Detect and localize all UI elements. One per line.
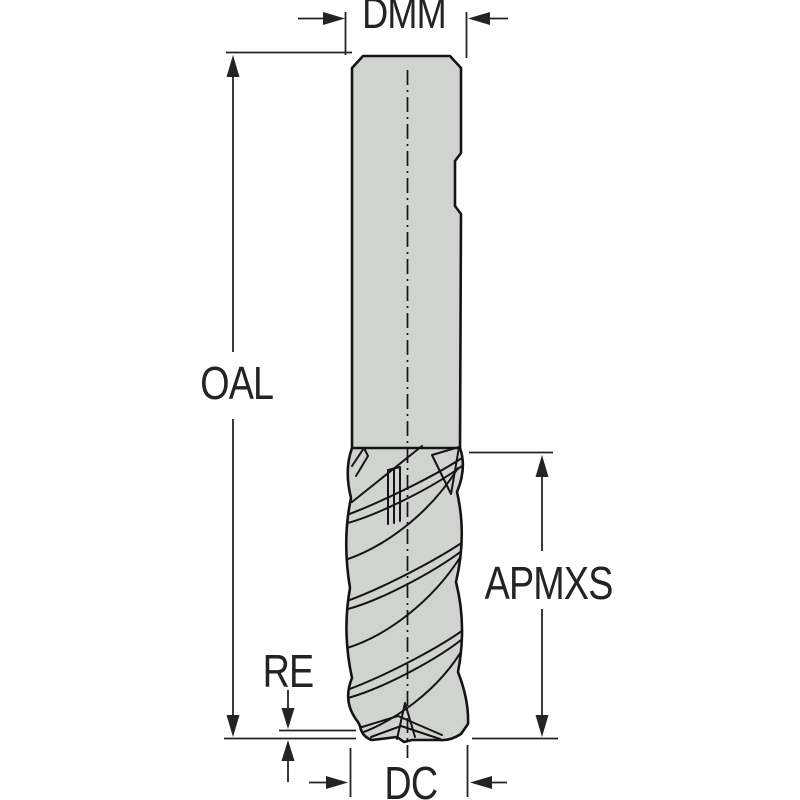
bottom-facet-line [370, 725, 441, 740]
helix-line [346, 465, 463, 525]
helix-line [347, 635, 467, 699]
helix-line [346, 549, 464, 611]
dim-label-oal: OAL [200, 357, 274, 409]
arrowhead-up-icon [226, 55, 240, 77]
arrowhead-up-icon [281, 740, 295, 761]
oal-dimension [224, 51, 356, 740]
bottom-center-tooth [396, 702, 416, 740]
dc-dimension [309, 745, 507, 797]
arrowhead-left-icon [468, 12, 490, 25]
shank-outline [350, 54, 463, 452]
arrowhead-up-icon [535, 455, 549, 477]
dim-label-dmm: DMM [362, 0, 447, 38]
flute-runout-details [351, 445, 460, 525]
helix-line [346, 541, 464, 603]
arrowhead-left-icon [470, 776, 492, 789]
dim-label-dc: DC [384, 757, 438, 800]
end-mill-body [344, 54, 470, 758]
re-dimension [279, 690, 356, 782]
dim-label-apmxs: APMXS [484, 557, 614, 609]
arrowhead-down-icon [535, 715, 549, 737]
runout-right-facet [431, 446, 460, 495]
helix-line [351, 644, 466, 737]
dim-label-re: RE [262, 645, 315, 697]
arrowhead-down-icon [226, 715, 240, 737]
arrowhead-right-icon [323, 12, 345, 25]
arrowhead-right-icon [326, 776, 348, 789]
helix-line [346, 627, 467, 691]
end-face-facets [361, 702, 443, 740]
bottom-facet-line [361, 715, 443, 736]
runout-left-notch [351, 447, 369, 477]
apmxs-dimension [469, 451, 558, 740]
arrowhead-down-icon [281, 708, 295, 729]
dmm-dimension [298, 12, 508, 58]
